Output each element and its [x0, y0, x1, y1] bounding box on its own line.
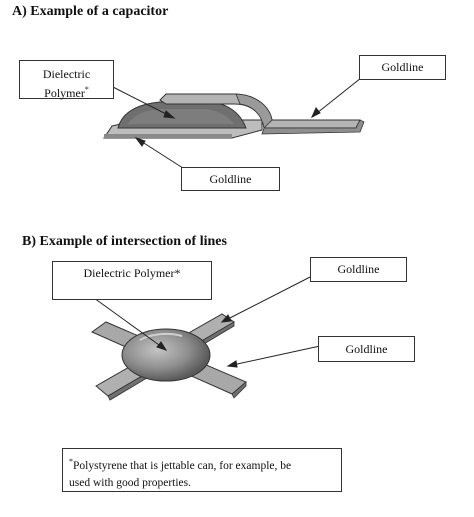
label-goldline-b-top: Goldline [310, 257, 407, 282]
intersection-drawing [90, 313, 247, 401]
label-dielectric-line2: Polymer [44, 86, 85, 100]
intersection-leader-lines [93, 273, 321, 368]
section-a-heading: A) Example of a capacitor [12, 4, 169, 19]
label-goldline-a-top: Goldline [359, 55, 446, 80]
label-dielectric-polymer-b: Dielectric Polymer* [52, 261, 212, 300]
footnote-line1: Polystyrene that is jettable can, for ex… [73, 459, 292, 472]
capacitor-drawing [103, 93, 365, 139]
capacitor-leader-lines [110, 77, 362, 171]
label-dielectric-polymer-a: Dielectric Polymer* [19, 60, 114, 100]
footnote-asterisk: * [69, 457, 73, 466]
intersection-dielectric-dome [121, 328, 211, 382]
footnote-box: *Polystyrene that is jettable can, for e… [62, 448, 342, 492]
label-dielectric-line1: Dielectric [42, 67, 91, 81]
label-goldline-a-bottom: Goldline [181, 167, 280, 191]
section-b-heading: B) Example of intersection of lines [22, 234, 227, 249]
label-goldline-b-right: Goldline [318, 336, 415, 362]
footnote-line2: used with good properties. [69, 476, 192, 489]
label-dielectric-asterisk: * [84, 85, 89, 94]
